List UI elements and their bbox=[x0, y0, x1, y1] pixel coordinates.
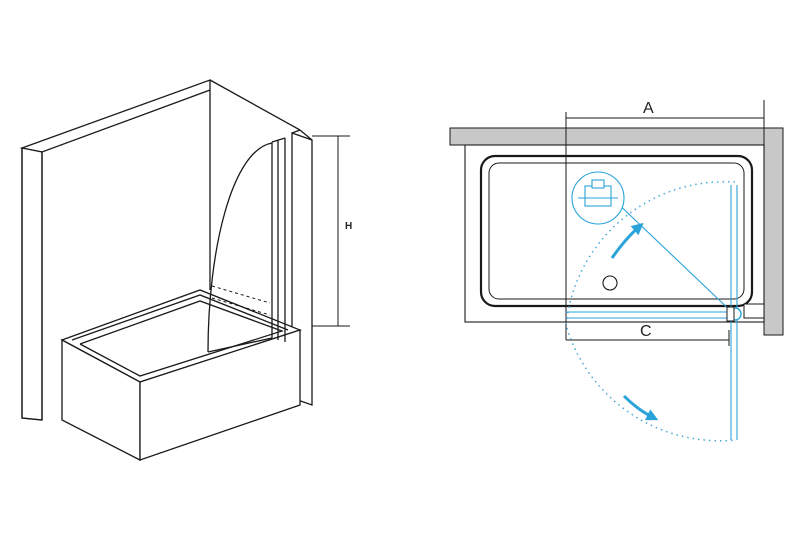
rotation-arrow-up bbox=[610, 222, 644, 259]
plan-walls bbox=[449, 127, 784, 336]
hinge-detail-icon bbox=[571, 171, 625, 225]
panel-positions bbox=[566, 185, 738, 440]
height-dimension bbox=[312, 135, 350, 327]
rotation-arrow-down bbox=[622, 394, 659, 421]
width-label: A bbox=[643, 100, 654, 117]
screen-panel bbox=[207, 137, 286, 353]
height-label: H bbox=[345, 221, 352, 232]
wall-hinge-icon bbox=[726, 303, 765, 322]
isometric-view bbox=[19, 79, 350, 462]
panel-dimension bbox=[566, 330, 730, 346]
bathtub bbox=[60, 289, 302, 462]
panel-label: C bbox=[640, 323, 652, 340]
drain bbox=[602, 275, 618, 291]
plan-bathtub bbox=[464, 144, 765, 323]
back-wall bbox=[19, 79, 301, 421]
width-dimension bbox=[565, 100, 765, 340]
plan-view bbox=[449, 100, 784, 442]
